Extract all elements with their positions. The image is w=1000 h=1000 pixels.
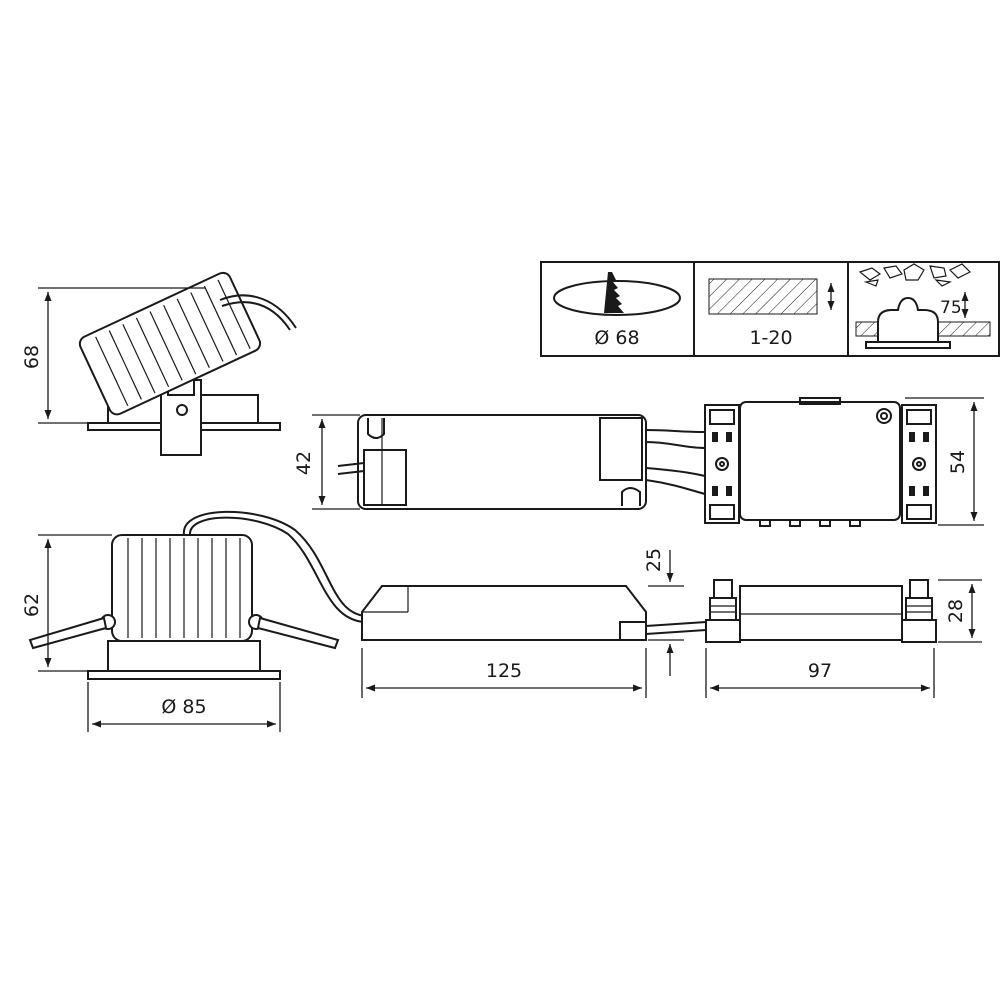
lamp-heatsink bbox=[111, 534, 253, 642]
ceiling-debris-icon bbox=[858, 263, 972, 287]
recess-hatch-left bbox=[855, 321, 881, 337]
ceiling-hatch bbox=[708, 278, 818, 315]
recess-depth-cell: 75 bbox=[855, 263, 991, 349]
dim-junction-box-width: 54 bbox=[947, 450, 969, 474]
driver-side-view: 25 125 bbox=[361, 548, 707, 698]
junction-box-top-view: 54 bbox=[704, 397, 984, 527]
lamp-cable bbox=[182, 510, 366, 617]
tilted-lamp-screw bbox=[176, 404, 188, 416]
dim-lamp-diameter: Ø 85 bbox=[161, 696, 206, 718]
ceiling-thickness: 1-20 bbox=[749, 327, 792, 349]
lamp-collar bbox=[107, 640, 261, 672]
dim-driver-length: 125 bbox=[486, 660, 522, 682]
cutout-ellipse bbox=[553, 280, 681, 316]
junction-box-top-body bbox=[739, 401, 901, 521]
dim-lamp-tilted-height: 68 bbox=[21, 345, 43, 369]
recess-depth: 75 bbox=[940, 298, 962, 318]
junction-box-side-body bbox=[739, 585, 903, 641]
saw-icon bbox=[604, 272, 624, 313]
dim-driver-height: 25 bbox=[643, 548, 665, 572]
dim-junction-box-height: 28 bbox=[945, 599, 967, 623]
recess-hatch-right bbox=[937, 321, 991, 337]
tilted-lamp-cable bbox=[219, 294, 297, 329]
cutout-diameter: Ø 68 bbox=[594, 327, 639, 349]
driver-top-body bbox=[357, 414, 647, 510]
cutout-cell: Ø 68 bbox=[553, 272, 681, 349]
driver-side-body bbox=[361, 585, 647, 641]
lamp-spring-arm-left bbox=[28, 616, 108, 650]
installation-panel: Ø 68 1-20 75 bbox=[540, 261, 1000, 357]
lamp-flange bbox=[87, 670, 281, 680]
dim-junction-box-length: 97 bbox=[808, 660, 832, 682]
recess-lamp-icon bbox=[877, 296, 939, 343]
driver-top-view: 42 bbox=[293, 414, 706, 510]
driver-output-wire bbox=[645, 429, 706, 433]
driver-input-wire bbox=[337, 462, 365, 467]
junction-box-side-view: 28 97 bbox=[705, 579, 982, 698]
lamp-spring-arm-right bbox=[256, 616, 340, 650]
dim-driver-width: 42 bbox=[293, 451, 315, 475]
tilted-lamp-view: 68 bbox=[21, 271, 297, 456]
straight-lamp-view: 62 Ø 85 bbox=[21, 510, 366, 732]
ceiling-thickness-cell: 1-20 bbox=[708, 278, 835, 349]
dim-lamp-height: 62 bbox=[21, 593, 43, 617]
installation-panel-frame bbox=[540, 261, 1000, 357]
